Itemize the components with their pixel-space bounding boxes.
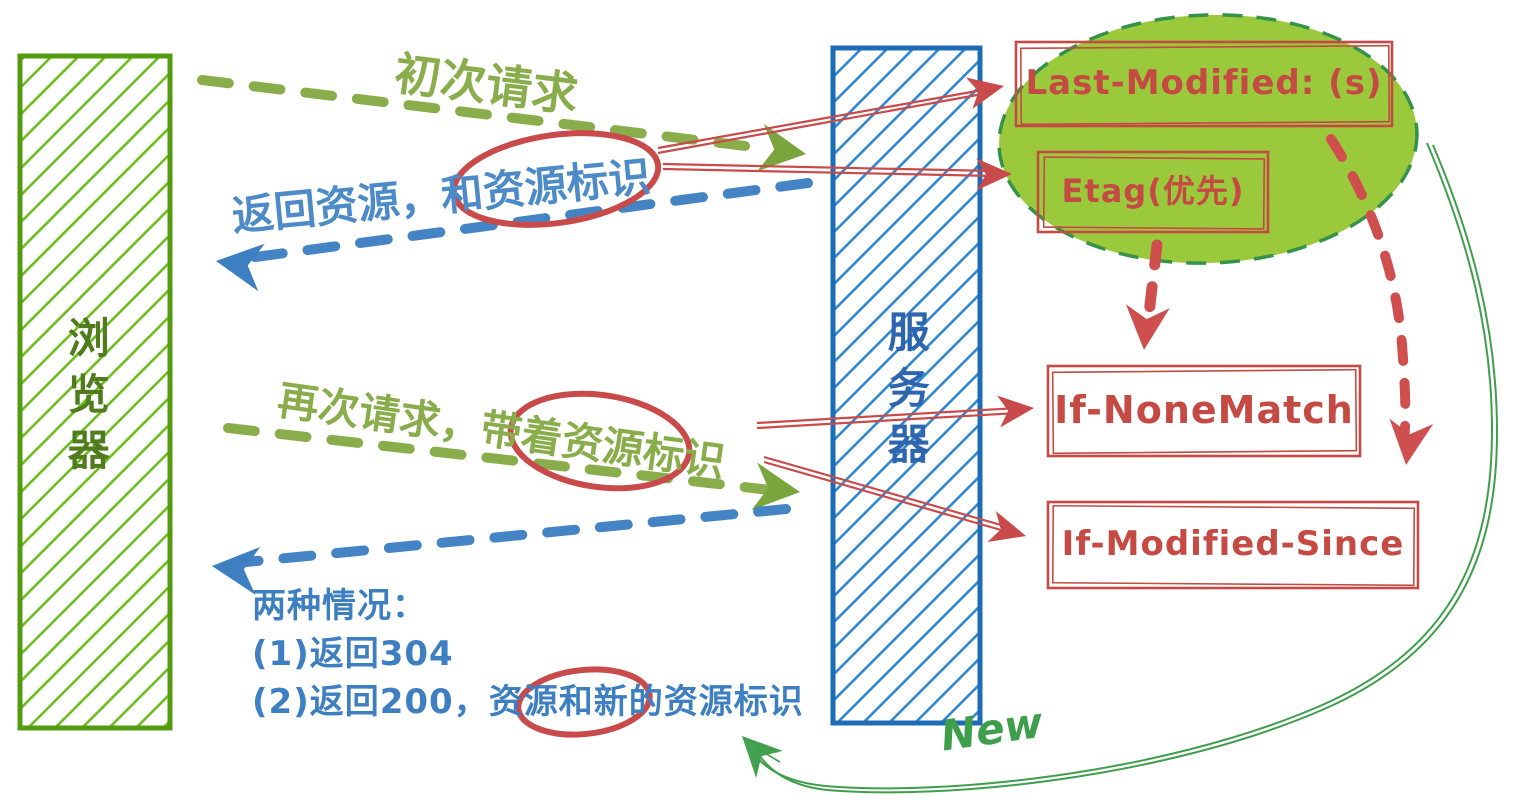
headers-highlight-ellipse: [997, 13, 1419, 265]
browser-box: [17, 53, 173, 731]
case-2: (2)返回200，资源和新的资源标识: [252, 682, 804, 722]
pointer-to-if-none-match: [756, 395, 1034, 430]
first-request-arrow: [197, 75, 806, 172]
etag-to-if-none-match-arrow: [1125, 239, 1170, 350]
case-1: (1)返回304: [252, 634, 454, 674]
etag-box: [1036, 150, 1270, 234]
second-request-arrow: [223, 423, 800, 511]
browser-label: 浏览器: [61, 316, 111, 484]
cases-title: 两种情况：: [252, 586, 427, 626]
if-none-match-box: [1046, 364, 1362, 458]
new-resource-curve: [742, 142, 1499, 794]
resource-id-circle-3: [515, 666, 653, 738]
first-response-arrow: [216, 178, 813, 292]
resource-id-circle-1: [450, 130, 662, 228]
etag-text: Etag(优先): [1061, 172, 1245, 211]
second-response-arrow: [212, 504, 791, 595]
if-modified-since-box: [1046, 500, 1420, 590]
pointer-to-if-modified-since: [763, 455, 1026, 543]
resource-id-circle-2: [507, 390, 693, 492]
last-modified-to-if-modified-since-arrow: [1326, 134, 1434, 465]
last-modified-box: [1014, 40, 1394, 128]
if-modified-since-text: If-Modified-Since: [1061, 524, 1405, 565]
pointer-to-last-modified: [657, 77, 1004, 155]
server-label: 服务器: [881, 310, 931, 478]
last-modified-text: Last-Modified: (s): [1025, 63, 1383, 104]
server-box: [830, 45, 983, 726]
pointer-to-etag: [662, 158, 1012, 191]
if-none-match-text: If-NoneMatch: [1054, 388, 1354, 433]
